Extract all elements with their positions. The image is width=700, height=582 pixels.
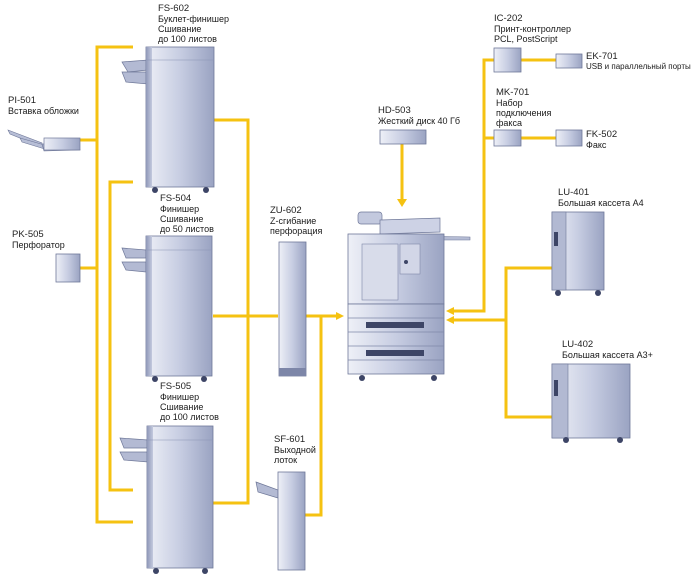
sf601-code: SF-601: [274, 434, 306, 445]
fs602-label: FS-602 Буклет-финишер Сшивание до 100 ли…: [158, 3, 229, 45]
fk502-code: FK-502: [586, 129, 618, 140]
lu401-line-1: Большая кассета A4: [558, 198, 644, 208]
connector-sf601: [305, 316, 323, 517]
fs504-code: FS-504: [160, 193, 192, 204]
fs505-device: [119, 425, 214, 574]
mk701-line-3: факса: [496, 118, 522, 128]
mk701-line-1: Набор: [496, 98, 523, 108]
lu402-code: LU-402: [562, 339, 594, 350]
fs504-line-1: Финишер: [160, 204, 200, 214]
ic202-line-1: Принт-контроллер: [494, 24, 572, 34]
pi501-device: [7, 129, 81, 152]
arrow-left-main-2: [446, 316, 454, 324]
fs602-code: FS-602: [158, 3, 190, 14]
arrow-right-main: [336, 312, 344, 320]
connector-lines: [80, 45, 556, 524]
lu402-line-1: Большая кассета A3+: [562, 350, 653, 360]
fs504-label: FS-504 Финишер Сшивание до 50 листов: [160, 193, 214, 235]
zu602-device: [278, 241, 307, 377]
ic202-device: [493, 47, 522, 73]
fs504-line-2: Сшивание: [160, 214, 204, 224]
pi501-line-1: Вставка обложки: [8, 106, 79, 116]
ic202-line-2: PCL, PostScript: [494, 34, 558, 44]
pi501-label: PI-501 Вставка обложки: [8, 95, 79, 117]
mk701-label: MK-701 Набор подключения факса: [496, 87, 552, 129]
hd503-code: HD-503: [378, 105, 411, 116]
lu401-device: [551, 211, 605, 296]
lu402-device: [551, 363, 631, 443]
fs602-line-3: до 100 листов: [158, 34, 217, 44]
ek701-code: EK-701: [586, 51, 618, 62]
zu602-line-2: перфорация: [270, 226, 323, 236]
fs505-line-1: Финишер: [160, 392, 200, 402]
arrows: [336, 199, 454, 324]
fk502-line-1: Факс: [586, 140, 607, 150]
connector-left-bus: [95, 45, 133, 524]
mk701-code: MK-701: [496, 87, 530, 98]
sf601-label: SF-601 Выходной лоток: [274, 434, 316, 466]
pk505-line-1: Перфоратор: [12, 240, 65, 250]
fs602-device: [121, 46, 215, 193]
pi501-code: PI-501: [8, 95, 36, 106]
fs602-line-1: Буклет-финишер: [158, 14, 229, 24]
hd503-line-1: Жесткий диск 40 Гб: [378, 116, 461, 126]
fs504-line-3: до 50 листов: [160, 224, 214, 234]
lu401-code: LU-401: [558, 187, 590, 198]
ek701-device: [555, 53, 583, 69]
pk505-label: PK-505 Перфоратор: [12, 229, 65, 251]
fk502-device: [555, 129, 583, 147]
ic202-label: IC-202 Принт-контроллер PCL, PostScript: [494, 13, 572, 45]
ek701-label: EK-701 USB и параллельный порты: [586, 52, 691, 72]
pk505-code: PK-505: [12, 229, 44, 240]
mk701-line-2: подключения: [496, 108, 552, 118]
pk505-device: [55, 253, 81, 283]
fs505-label: FS-505 Финишер Сшивание до 100 листов: [160, 381, 219, 423]
connector-right-controller: [452, 58, 494, 313]
connector-left-bus-2: [108, 180, 133, 492]
fs505-line-3: до 100 листов: [160, 412, 219, 422]
arrow-left-main-1: [446, 307, 454, 315]
zu602-code: ZU-602: [270, 205, 302, 216]
lu402-label: LU-402 Большая кассета A3+: [562, 339, 653, 361]
fs602-line-2: Сшивание: [158, 24, 202, 34]
fs505-line-2: Сшивание: [160, 402, 204, 412]
fs505-code: FS-505: [160, 381, 192, 392]
fs504-device: [121, 235, 213, 382]
hd503-label: HD-503 Жесткий диск 40 Гб: [378, 105, 461, 127]
sf601-line-2: лоток: [274, 455, 298, 465]
connector-lct: [504, 266, 552, 419]
main-mfp-device: [347, 211, 471, 381]
sf601-device: [255, 471, 306, 571]
sf601-line-1: Выходной: [274, 445, 316, 455]
fk502-label: FK-502 Факс: [586, 129, 618, 151]
connector-right-bus: [213, 118, 250, 505]
zu602-label: ZU-602 Z-сгибание перфорация: [270, 205, 323, 237]
arrow-down-main: [397, 199, 407, 207]
hd503-device: [379, 129, 427, 145]
mk701-device: [493, 129, 522, 147]
ek701-line-1: USB и параллельный порты: [586, 62, 691, 71]
ic202-code: IC-202: [494, 13, 523, 24]
lu401-label: LU-401 Большая кассета A4: [558, 187, 644, 209]
zu602-line-1: Z-сгибание: [270, 216, 317, 226]
